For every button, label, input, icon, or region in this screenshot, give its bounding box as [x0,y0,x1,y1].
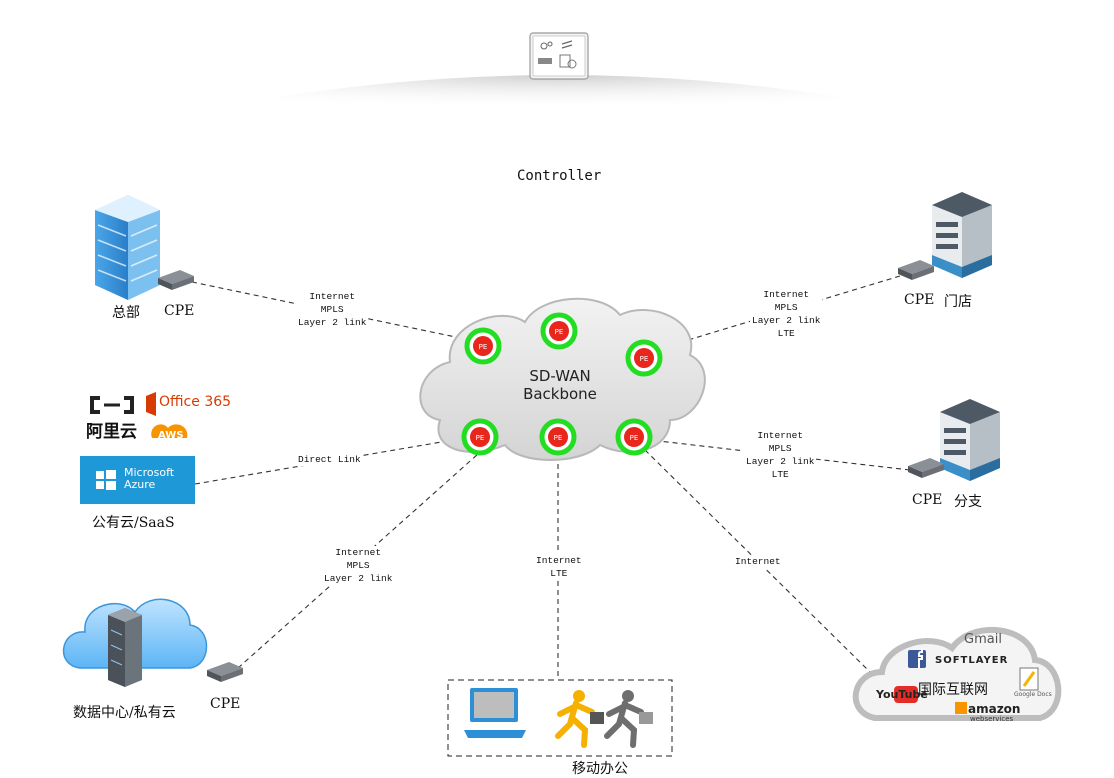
backbone-line2: Backbone [523,385,597,403]
cpe-store-icon [898,260,934,280]
store-name: 门店 [944,294,972,310]
store-cpe-label: CPE [904,292,935,308]
internet-name: 国际互联网 [918,682,988,698]
link-type-datacenter-0: Internet [335,547,382,558]
backbone-label: SD-WAN Backbone [523,367,597,403]
server-icon [108,608,142,687]
link-type-hq-0: Internet [309,291,356,302]
facebook-icon [908,649,926,668]
amazon-aws-icon [955,702,967,714]
link-type-hq-1: MPLS [320,304,344,315]
pe-label: PE [630,434,639,442]
link-type-public_cloud-0: Direct Link [298,454,361,465]
link-type-branch-1: MPLS [768,443,792,454]
link-type-branch-0: Internet [757,430,804,441]
pe-core [473,336,493,356]
running-person-gray-icon [604,690,653,748]
aws-logo-icon [151,424,188,438]
laptop-icon [464,688,526,738]
pe-node-6: PE [615,418,653,456]
office365-icon [146,392,156,416]
controller-arc [205,75,912,118]
cpe-hq-icon [158,270,194,290]
pe-label: PE [555,328,564,336]
cpe-branch-icon [908,458,944,478]
link-type-store-0: Internet [763,289,810,300]
hq-building-icon [95,195,160,300]
datacenter-name: 数据中心/私有云 [73,705,176,721]
pe-core [549,321,569,341]
branch-building-icon [940,399,1000,481]
datacenter-cpe-label: CPE [210,696,241,712]
link-type-branch-2: Layer 2 link [746,456,815,467]
mobile-office-box [447,679,673,757]
mobile-office-name: 移动办公 [572,761,628,777]
link-type-hq-2: Layer 2 link [298,317,367,328]
branch-cpe-label: CPE [912,492,943,508]
azure-line1: Microsoft [124,466,175,479]
pe-core [470,427,490,447]
pe-node-4: PE [461,418,499,456]
link-type-store-1: MPLS [774,302,798,313]
pe-node-3: PE [625,339,663,377]
pe-core [548,427,568,447]
pe-core [624,427,644,447]
cpe-datacenter-icon [207,662,243,682]
link-type-store-2: Layer 2 link [752,315,821,326]
pe-core [634,348,654,368]
link-type-store-3: LTE [777,328,795,339]
amazon-label: amazon [968,702,1021,716]
backbone-line1: SD-WAN [529,367,591,385]
azure-line2: Azure [124,478,156,491]
branch-name: 分支 [954,494,982,510]
pe-nodes: PE PE PE PE PE PE [461,312,663,456]
link-type-branch-3: LTE [771,469,789,480]
public-cloud-name: 公有云/SaaS [92,515,175,531]
store-building-icon [932,192,992,278]
link-type-mobile-0: Internet [536,555,582,566]
link-internet [644,449,871,673]
pe-label: PE [479,343,488,351]
link-type-datacenter-2: Layer 2 link [324,573,393,584]
hq-cpe-label: CPE [164,303,195,319]
link-label-internet: Internet [733,555,783,568]
pe-node-1: PE [464,327,502,365]
link-type-mobile-1: LTE [550,568,568,579]
youtube-label: YouTube [876,688,928,701]
link-label-public-cloud: Direct Link [296,453,363,466]
gmail-label: Gmail [964,632,1002,647]
amazon-sub-label: webservices [970,715,1014,723]
pe-node-5: PE [539,418,577,456]
running-person-yellow-icon [555,690,604,748]
pe-label: PE [554,434,563,442]
youtube-icon [894,686,918,703]
google-docs-label: Google Docs [1014,691,1052,698]
softlayer-label: SOFTLAYER [935,655,1009,666]
hq-name: 总部 [112,305,140,321]
controller-label: Controller [517,168,602,184]
azure-logo-icon [80,456,195,504]
link-type-internet-0: Internet [735,556,781,567]
aliyun-label: 阿里云 [86,422,137,442]
link-type-datacenter-1: MPLS [346,560,370,571]
link-hq [191,281,471,341]
pe-label: PE [476,434,485,442]
google-docs-icon [1019,667,1039,691]
aliyun-logo-icon [90,396,134,414]
pe-node-2: PE [540,312,578,350]
pe-label: PE [640,355,649,363]
office365-label: Office 365 [159,394,232,410]
azure-label: Microsoft Azure [124,467,174,491]
aws-label: AWS [158,430,184,441]
controller-icon [529,32,589,80]
